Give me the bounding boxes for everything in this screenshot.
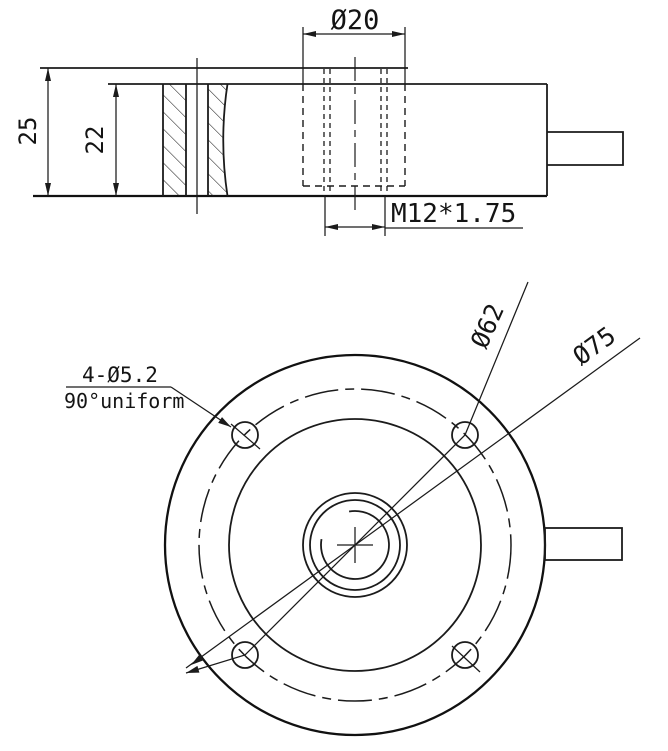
holes-note-line2: 90°uniform bbox=[64, 389, 184, 413]
inner-body-circle bbox=[228, 418, 482, 672]
bolt-hole-bottom-left bbox=[231, 641, 259, 669]
thread-three-quarter-arc bbox=[320, 510, 390, 580]
dimension-d62: Ø62 bbox=[185, 281, 529, 674]
diaphragm-curved-edge bbox=[222, 83, 229, 197]
bottom-view: Ø62 Ø75 4-Ø5.2 90°uniform bbox=[64, 281, 641, 737]
dim-25-label: 25 bbox=[14, 117, 42, 146]
dimension-d75: Ø75 bbox=[185, 321, 641, 669]
bolt-hole-top-left bbox=[231, 421, 259, 449]
hub-boss-circle bbox=[302, 492, 408, 598]
dimension-25: 25 bbox=[14, 68, 51, 196]
dimension-22: 22 bbox=[81, 84, 119, 196]
dim-d62-label: Ø62 bbox=[465, 299, 510, 352]
dim-d20-label: Ø20 bbox=[331, 5, 380, 36]
bolt-hole-tl-slash bbox=[230, 423, 261, 450]
center-hub bbox=[302, 492, 408, 598]
hidden-counterbore bbox=[302, 84, 406, 187]
side-view: 25 22 Ø20 M12*1.75 bbox=[14, 5, 624, 236]
bolt-hole-top-right bbox=[451, 421, 479, 449]
holes-note-line1: 4-Ø5.2 bbox=[82, 363, 158, 387]
cable-stub-bottom bbox=[544, 527, 623, 561]
bolt-hole-bottom-right bbox=[451, 641, 479, 669]
dimension-m12: M12*1.75 bbox=[324, 196, 523, 236]
dimension-d20: Ø20 bbox=[302, 5, 406, 84]
dim-d75-label: Ø75 bbox=[567, 321, 621, 371]
section-hatch-band-2 bbox=[207, 83, 229, 197]
bolt-hole-br-slash bbox=[451, 645, 481, 673]
section-hatch-band-1 bbox=[162, 84, 187, 196]
holes-note: 4-Ø5.2 90°uniform bbox=[64, 363, 261, 450]
hub-chamfer-circle bbox=[309, 499, 401, 591]
hidden-thread-lines bbox=[323, 69, 388, 196]
cable-stub-side bbox=[547, 131, 624, 166]
dim-22-label: 22 bbox=[81, 126, 109, 155]
thread-spec-label: M12*1.75 bbox=[391, 199, 516, 229]
bolt-circle-dashed bbox=[198, 388, 512, 702]
